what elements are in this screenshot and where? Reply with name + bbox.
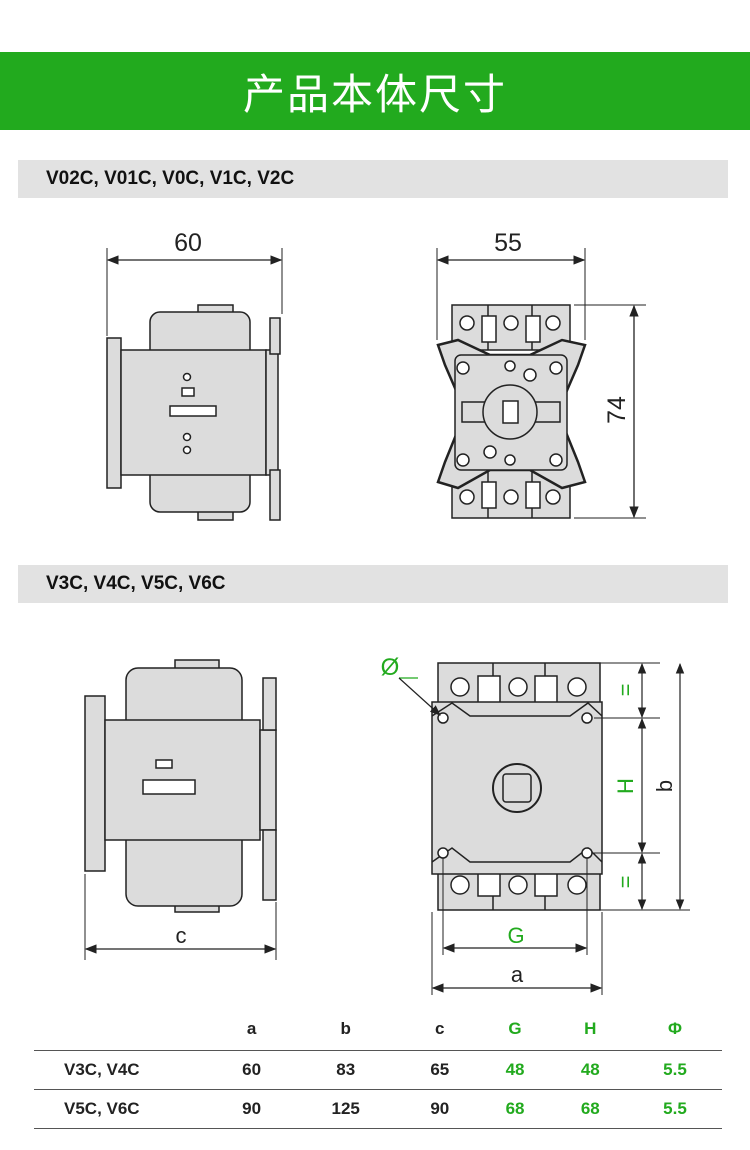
column-header: a: [246, 1019, 257, 1038]
dimension-phi: Ø: [381, 654, 441, 716]
column-header: b: [340, 1019, 351, 1038]
table-cell: 48: [552, 1050, 628, 1090]
table-cell: 48: [477, 1050, 553, 1090]
dimension-label-G: G: [507, 923, 524, 948]
dimension-55: 55: [436, 229, 586, 340]
model-cell: V3C, V4C: [34, 1050, 214, 1090]
dimension-label-phi: Ø: [381, 654, 400, 681]
table-cell: 83: [289, 1050, 403, 1090]
table-cell: 90: [214, 1089, 290, 1129]
table-cell: 65: [402, 1050, 478, 1090]
dimension-60: 60: [106, 229, 283, 336]
dimension-G: G: [442, 858, 588, 955]
page-title-banner: 产品本体尺寸: [0, 52, 750, 130]
dimension-label-74: 74: [603, 396, 631, 424]
side-view-large: [84, 659, 277, 913]
column-header: c: [435, 1019, 445, 1038]
spec-table: a b c G H Φ V3C, V4C 60 83 65 48 48 5.5 …: [34, 1008, 722, 1129]
table-row: V3C, V4C 60 83 65 48 48 5.5: [34, 1050, 722, 1090]
page-title: 产品本体尺寸: [242, 69, 507, 119]
table-cell: 90: [402, 1089, 478, 1129]
table-header-row: a b c G H Φ: [34, 1008, 722, 1051]
model-cell: V5C, V6C: [34, 1089, 214, 1129]
dimension-label-c: c: [176, 923, 187, 948]
column-header: G: [508, 1019, 522, 1038]
table-cell: 60: [214, 1050, 290, 1090]
dimension-label-H: H: [613, 778, 638, 794]
table-row: V5C, V6C 90 125 90 68 68 5.5: [34, 1089, 722, 1129]
column-header: Φ: [667, 1019, 682, 1038]
dimension-label-a: a: [511, 962, 524, 987]
dimension-c: c: [84, 874, 277, 960]
column-header: H: [584, 1019, 597, 1038]
column-header: [34, 1008, 214, 1051]
dimension-label-b: b: [652, 780, 677, 792]
table-cell: 5.5: [627, 1050, 722, 1090]
dimension-74: 74: [574, 304, 646, 519]
table-cell: 68: [477, 1089, 553, 1129]
section-title: V02C, V01C, V0C, V1C, V2C: [46, 168, 295, 189]
dimension-H: = H =: [594, 662, 690, 911]
dimension-drawings: 60 55 74: [84, 229, 690, 995]
front-view-small: [436, 304, 587, 519]
dimension-a: a: [431, 912, 603, 995]
table-cell: 125: [289, 1089, 403, 1129]
side-view-small: [106, 304, 281, 521]
dimension-b: b: [652, 662, 685, 911]
front-view-large: [431, 662, 603, 911]
section-title: V3C, V4C, V5C, V6C: [46, 573, 226, 594]
table-cell: 5.5: [627, 1089, 722, 1129]
table-cell: 68: [552, 1089, 628, 1129]
dimension-label-eq-top: =: [613, 684, 638, 697]
dimension-label-60: 60: [174, 229, 202, 257]
section-header-large-models: V3C, V4C, V5C, V6C: [18, 565, 728, 603]
section-header-small-models: V02C, V01C, V0C, V1C, V2C: [18, 160, 728, 198]
dimension-label-eq-bottom: =: [613, 876, 638, 889]
dimension-label-55: 55: [494, 229, 522, 257]
